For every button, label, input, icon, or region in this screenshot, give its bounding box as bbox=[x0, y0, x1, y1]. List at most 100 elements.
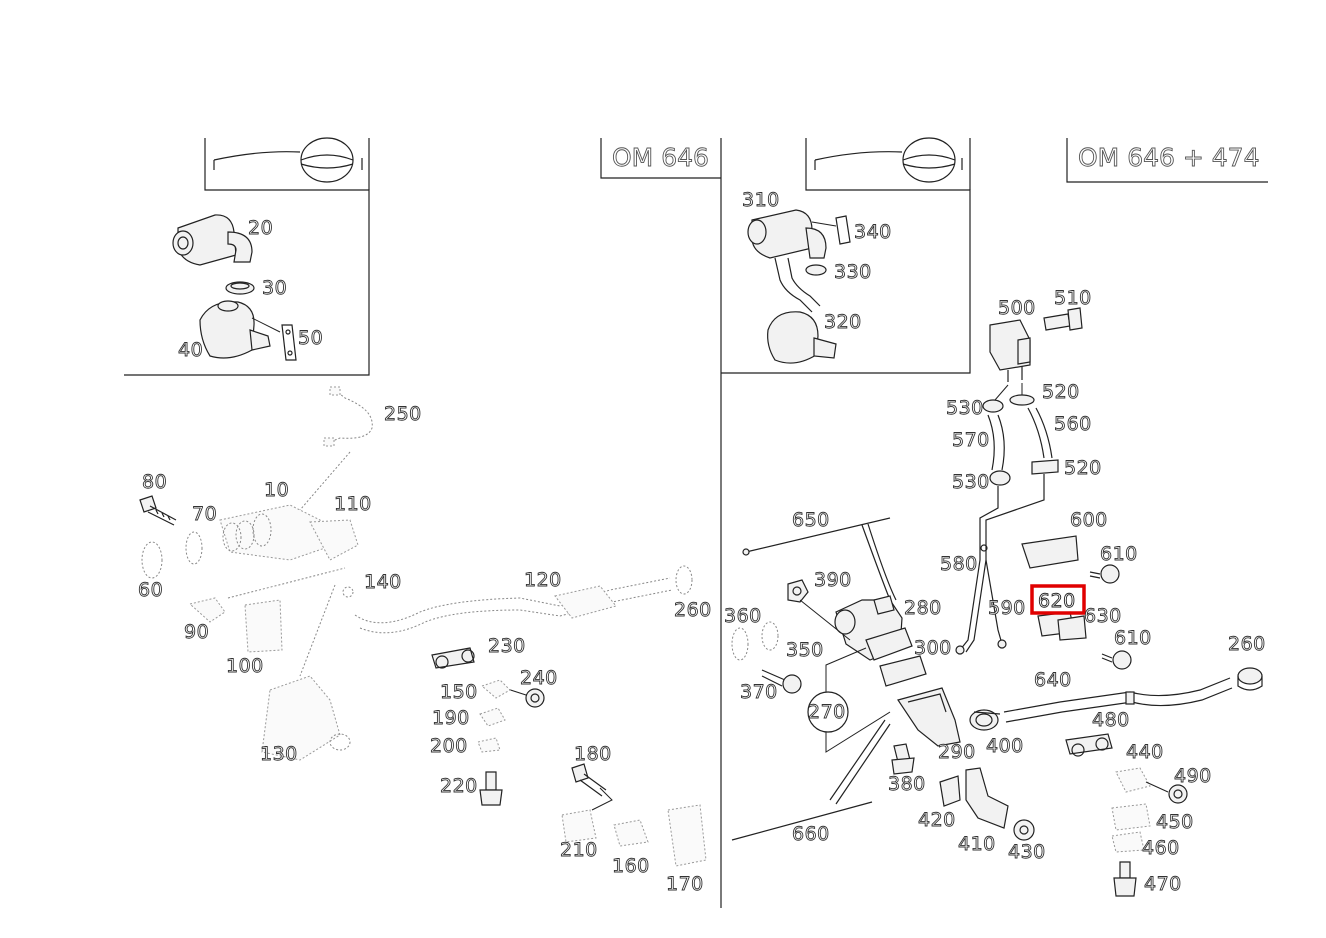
label-380[interactable]: 380 bbox=[888, 773, 926, 796]
pipe-330[interactable] bbox=[774, 257, 827, 313]
catalytic-converter-20[interactable] bbox=[172, 214, 253, 266]
bracket-620[interactable] bbox=[1037, 611, 1087, 641]
bolt-610-upper[interactable] bbox=[1089, 564, 1120, 584]
label-300[interactable]: 300 bbox=[914, 637, 952, 660]
label-500[interactable]: 500 bbox=[998, 297, 1036, 320]
label-270[interactable]: 270 bbox=[808, 701, 846, 724]
label-370[interactable]: 370 bbox=[740, 681, 778, 704]
rod-650[interactable] bbox=[745, 517, 891, 553]
label-90[interactable]: 90 bbox=[184, 621, 210, 644]
bolt-370[interactable] bbox=[761, 669, 802, 694]
converter-10[interactable] bbox=[219, 504, 359, 561]
gasket-300[interactable] bbox=[865, 627, 927, 687]
label-150[interactable]: 150 bbox=[440, 681, 478, 704]
bolt-380[interactable] bbox=[891, 743, 915, 775]
label-70[interactable]: 70 bbox=[192, 503, 218, 526]
bracket-480[interactable] bbox=[1065, 733, 1113, 757]
label-210[interactable]: 210 bbox=[560, 839, 598, 862]
label-260-left[interactable]: 260 bbox=[674, 599, 712, 622]
label-170[interactable]: 170 bbox=[666, 873, 704, 896]
label-10[interactable]: 10 bbox=[264, 479, 290, 502]
label-200[interactable]: 200 bbox=[430, 735, 468, 758]
bracket-230[interactable] bbox=[431, 647, 475, 669]
label-240[interactable]: 240 bbox=[520, 667, 558, 690]
gasket-60[interactable] bbox=[141, 541, 163, 579]
bracket-90[interactable] bbox=[188, 597, 226, 623]
clip-450[interactable] bbox=[1111, 803, 1151, 831]
catalytic-converter-310[interactable] bbox=[747, 209, 827, 259]
nut-260[interactable] bbox=[1237, 667, 1263, 691]
clamp-520-upper[interactable] bbox=[1009, 394, 1035, 406]
label-20[interactable]: 20 bbox=[248, 217, 274, 240]
sensor-250[interactable] bbox=[299, 386, 373, 511]
clip-210[interactable] bbox=[561, 809, 597, 843]
label-610-upper[interactable]: 610 bbox=[1100, 543, 1138, 566]
label-570[interactable]: 570 bbox=[952, 429, 990, 452]
bracket-420[interactable] bbox=[939, 775, 961, 807]
label-230[interactable]: 230 bbox=[488, 635, 526, 658]
label-660[interactable]: 660 bbox=[792, 823, 830, 846]
label-400[interactable]: 400 bbox=[986, 735, 1024, 758]
bolt-510[interactable] bbox=[1043, 307, 1083, 331]
clamp-30[interactable] bbox=[225, 281, 255, 295]
clip-160[interactable] bbox=[613, 819, 649, 847]
front-pipe-130[interactable] bbox=[261, 584, 351, 761]
label-520-upper[interactable]: 520 bbox=[1042, 381, 1080, 404]
hose-570[interactable] bbox=[987, 414, 1005, 471]
bracket-340[interactable] bbox=[811, 215, 851, 245]
label-330[interactable]: 330 bbox=[834, 261, 872, 284]
gasket-360[interactable] bbox=[731, 627, 749, 661]
hose-560[interactable] bbox=[1027, 407, 1053, 459]
label-530-upper[interactable]: 530 bbox=[946, 397, 984, 420]
clip-440[interactable] bbox=[1115, 767, 1151, 793]
label-430[interactable]: 430 bbox=[1008, 841, 1046, 864]
label-620[interactable]: 620 bbox=[1038, 590, 1076, 613]
label-640[interactable]: 640 bbox=[1034, 669, 1072, 692]
clip-150[interactable] bbox=[481, 679, 511, 699]
pipe-590[interactable] bbox=[955, 559, 1007, 655]
label-470[interactable]: 470 bbox=[1144, 873, 1182, 896]
clip-170[interactable] bbox=[667, 804, 707, 867]
label-120[interactable]: 120 bbox=[524, 569, 562, 592]
label-250[interactable]: 250 bbox=[384, 403, 422, 426]
label-630[interactable]: 630 bbox=[1084, 605, 1122, 628]
label-410[interactable]: 410 bbox=[958, 833, 996, 856]
label-580[interactable]: 580 bbox=[940, 553, 978, 576]
clamp-530-upper[interactable] bbox=[982, 399, 1004, 413]
clamp-520-lower[interactable] bbox=[1031, 459, 1059, 475]
label-350[interactable]: 350 bbox=[786, 639, 824, 662]
clip-460[interactable] bbox=[1111, 831, 1145, 853]
label-160[interactable]: 160 bbox=[612, 855, 650, 878]
label-280[interactable]: 280 bbox=[904, 597, 942, 620]
bracket-410[interactable] bbox=[965, 767, 1009, 829]
bolt-220[interactable] bbox=[479, 771, 503, 806]
label-560[interactable]: 560 bbox=[1054, 413, 1092, 436]
label-610-lower[interactable]: 610 bbox=[1114, 627, 1152, 650]
bracket-100[interactable] bbox=[244, 599, 283, 653]
heat-shield-600[interactable] bbox=[1021, 535, 1079, 569]
nut-490[interactable] bbox=[1145, 781, 1188, 804]
label-420[interactable]: 420 bbox=[918, 809, 956, 832]
label-490[interactable]: 490 bbox=[1174, 765, 1212, 788]
label-510[interactable]: 510 bbox=[1054, 287, 1092, 310]
label-50[interactable]: 50 bbox=[298, 327, 324, 350]
gasket-70[interactable] bbox=[185, 531, 203, 565]
label-590[interactable]: 590 bbox=[988, 597, 1026, 620]
exhaust-pipe-120[interactable] bbox=[342, 565, 693, 634]
clamp-530-lower[interactable] bbox=[989, 470, 1011, 486]
bolt-180[interactable] bbox=[571, 763, 613, 811]
particle-filter-40[interactable] bbox=[199, 300, 271, 359]
label-140[interactable]: 140 bbox=[364, 571, 402, 594]
label-650[interactable]: 650 bbox=[792, 509, 830, 532]
label-520-lower[interactable]: 520 bbox=[1064, 457, 1102, 480]
clamp-400[interactable] bbox=[969, 709, 1001, 731]
label-440[interactable]: 440 bbox=[1126, 741, 1164, 764]
label-450[interactable]: 450 bbox=[1156, 811, 1194, 834]
rod-660[interactable] bbox=[731, 801, 873, 841]
label-40[interactable]: 40 bbox=[178, 339, 204, 362]
label-110[interactable]: 110 bbox=[334, 493, 372, 516]
label-480[interactable]: 480 bbox=[1092, 709, 1130, 732]
label-180[interactable]: 180 bbox=[574, 743, 612, 766]
label-30[interactable]: 30 bbox=[262, 277, 288, 300]
bracket-50[interactable] bbox=[281, 324, 297, 361]
